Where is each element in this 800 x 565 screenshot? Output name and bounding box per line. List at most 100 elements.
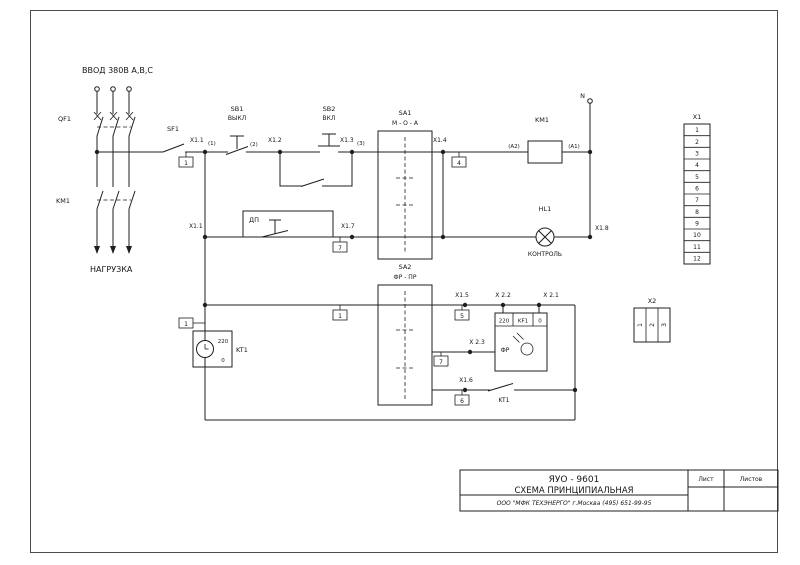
x1-terminal-number: 11 bbox=[693, 244, 701, 251]
x1-5-label: X1.5 bbox=[455, 292, 469, 299]
hl1-label: HL1 bbox=[539, 205, 552, 213]
wire-marker-number: 4 bbox=[457, 160, 461, 167]
junction-dot bbox=[277, 149, 283, 155]
x2-strip-box bbox=[633, 307, 671, 343]
dp-box bbox=[242, 210, 334, 238]
qf1-breaker: QF1 bbox=[58, 111, 136, 187]
x1-terminal-number: 5 bbox=[695, 174, 699, 181]
junction-dot bbox=[462, 302, 468, 308]
title-model: ЯУО - 9601 bbox=[549, 475, 600, 485]
hl1-lamp: HL1 КОНТРОЛЬ bbox=[528, 205, 562, 258]
wire-3-label: (3) bbox=[357, 141, 365, 147]
junction-dot bbox=[440, 234, 446, 240]
title-block: ЯУО - 9601 СХЕМА ПРИНЦИПИАЛЬНАЯ ООО "МФК… bbox=[459, 469, 779, 512]
kt1-name-label: KT1 bbox=[236, 346, 248, 354]
junction-dot bbox=[572, 387, 578, 393]
kt1-contact-label: KT1 bbox=[499, 397, 510, 404]
neutral-terminal-icon bbox=[587, 98, 593, 104]
kf1-box bbox=[494, 312, 548, 372]
junction-dot bbox=[94, 149, 100, 155]
junction-dot bbox=[500, 302, 506, 308]
x2-terminal-number: 2 bbox=[649, 323, 656, 327]
wire-marker-number: 6 bbox=[460, 398, 464, 405]
kt1-contact: KT1 bbox=[487, 383, 514, 404]
wire-marker: 5 bbox=[454, 305, 470, 321]
x1-terminal-number: 2 bbox=[695, 139, 699, 146]
junction-dot bbox=[202, 302, 208, 308]
x1-1-label: X1.1 bbox=[190, 137, 204, 144]
phase-terminal-icon bbox=[94, 86, 100, 92]
drawing-border bbox=[30, 10, 778, 553]
x1-6-label: X1.6 bbox=[459, 377, 473, 384]
phase-terminal-icon bbox=[126, 86, 132, 92]
junction-dots bbox=[94, 149, 593, 393]
x1-terminal-number: 6 bbox=[695, 186, 699, 193]
kf1-name-label: KF1 bbox=[518, 319, 528, 325]
junction-dot bbox=[587, 234, 593, 240]
load-label: НАГРУЗКА bbox=[90, 265, 133, 274]
dp-label: ДП bbox=[249, 216, 259, 224]
load-arrow-icon bbox=[110, 246, 116, 254]
sb1-stop-button: SB1 ВЫКЛ bbox=[225, 105, 249, 155]
wire-marker-number: 5 bbox=[460, 313, 464, 320]
sa1-modes-label: М - О - А bbox=[392, 120, 419, 127]
kf1-220-label: 220 bbox=[499, 319, 510, 325]
coil-a2-label: (А2) bbox=[508, 144, 520, 150]
wire-marker: 1 bbox=[178, 152, 194, 168]
x1-8-label: X1.8 bbox=[595, 225, 609, 232]
kt1-0-label: 0 bbox=[221, 358, 225, 364]
sb2-start-button: SB2 ВКЛ bbox=[318, 105, 340, 147]
sheet-label: Лист bbox=[698, 476, 714, 483]
wire-marker-number: 1 bbox=[184, 160, 188, 167]
sa2-mode-switch: SA2 ФР - ПР bbox=[377, 263, 433, 406]
sb1-caption: ВЫКЛ bbox=[228, 115, 246, 122]
sa1-box bbox=[377, 130, 433, 260]
x1-terminal-number: 8 bbox=[695, 209, 699, 216]
x2-terminal-number: 3 bbox=[661, 323, 668, 327]
coil-box bbox=[527, 140, 563, 164]
kt1-220-label: 220 bbox=[218, 339, 229, 345]
hl1-caption: КОНТРОЛЬ bbox=[528, 251, 562, 258]
wire-marker-number: 1 bbox=[338, 313, 342, 320]
kf1-photo-relay: 220 KF1 0 ФР bbox=[494, 305, 548, 372]
km1-main-contacts: KM1 bbox=[56, 190, 136, 246]
load-arrows: НАГРУЗКА bbox=[90, 246, 133, 274]
sa1-mode-switch: SA1 М - О - А bbox=[377, 109, 433, 260]
x1-terminal-number: 4 bbox=[695, 162, 699, 169]
junction-dot bbox=[349, 234, 355, 240]
wire-marker: 7 bbox=[332, 237, 348, 253]
x1-terminal-number: 12 bbox=[693, 256, 701, 263]
load-arrow-icon bbox=[126, 246, 132, 254]
wires bbox=[97, 103, 591, 421]
x2-strip-label: X2 bbox=[648, 297, 657, 305]
sa2-label: SA2 bbox=[399, 263, 412, 271]
x2-2-label: X 2.2 bbox=[495, 292, 511, 299]
terminal-strip-x1: X1 1 2 3 4 5 6 7 8 9 10 11 12 bbox=[683, 113, 711, 265]
x2-terminal-number: 1 bbox=[637, 323, 644, 327]
junction-dot bbox=[467, 349, 473, 355]
sheets-label: Листов bbox=[740, 476, 763, 483]
load-arrow-icon bbox=[94, 246, 100, 254]
sa2-box bbox=[377, 284, 433, 406]
x1-terminal-number: 9 bbox=[695, 221, 699, 228]
wire-1-label: (1) bbox=[208, 141, 216, 147]
wire-marker: 7 bbox=[433, 352, 449, 367]
kf1-0-label: 0 bbox=[538, 319, 542, 325]
phase-terminal-icon bbox=[110, 86, 116, 92]
x1-terminal-number: 3 bbox=[695, 151, 699, 158]
qf1-label: QF1 bbox=[58, 115, 71, 123]
input-voltage-label: ВВОД 380В А,В,С bbox=[82, 66, 153, 75]
title-doc-name: СХЕМА ПРИНЦИПИАЛЬНАЯ bbox=[514, 486, 633, 496]
junction-dot bbox=[462, 387, 468, 393]
x1-terminal-number: 1 bbox=[695, 127, 699, 134]
km1-holding-contact bbox=[300, 178, 325, 187]
sb2-caption: ВКЛ bbox=[323, 115, 336, 122]
dp-block: ДП bbox=[242, 210, 334, 238]
km1-coil-label: KM1 bbox=[535, 116, 549, 124]
wire-marker: 4 bbox=[451, 152, 467, 168]
x1-1-row2-label: X1.1 bbox=[189, 223, 203, 230]
junction-dot bbox=[536, 302, 542, 308]
wire-marker-number: 1 bbox=[184, 321, 188, 328]
